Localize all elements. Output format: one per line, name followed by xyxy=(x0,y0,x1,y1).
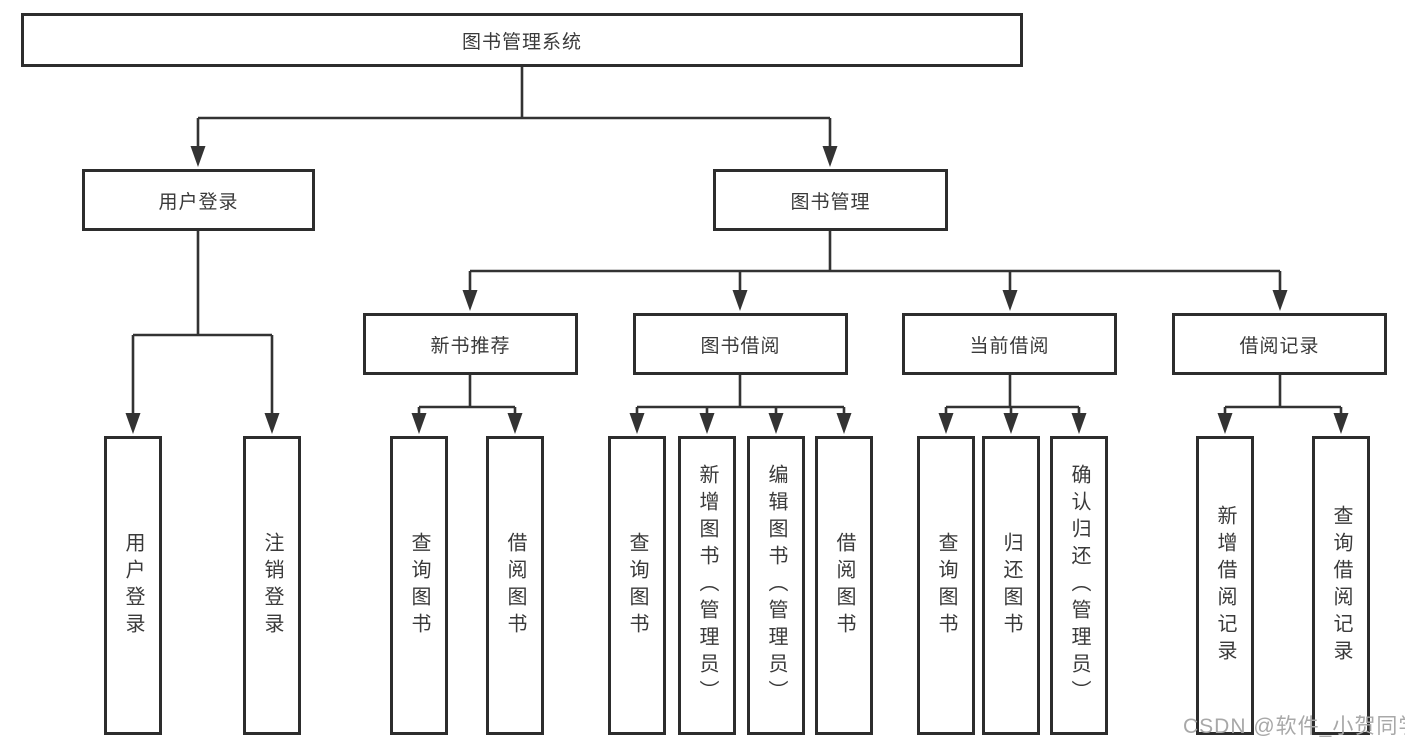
leaf-query-books-current-label: 查询图书 xyxy=(935,531,957,640)
leaf-borrow-books: 借阅图书 xyxy=(815,436,873,735)
node-current-borrow: 当前借阅 xyxy=(902,313,1117,375)
leaf-query-books-recommend-label: 查询图书 xyxy=(408,531,430,640)
leaf-query-books-borrow-label: 查询图书 xyxy=(626,531,648,640)
node-book-borrow: 图书借阅 xyxy=(633,313,848,375)
leaf-query-books-borrow: 查询图书 xyxy=(608,436,666,735)
leaf-return-book: 归还图书 xyxy=(982,436,1040,735)
leaf-user-login-label: 用户登录 xyxy=(122,531,144,640)
leaf-logout-label: 注销登录 xyxy=(261,531,283,640)
leaf-confirm-return-admin: 确认归还（管理员） xyxy=(1050,436,1108,735)
node-book-management: 图书管理 xyxy=(713,169,948,231)
leaf-add-book-admin-label: 新增图书（管理员） xyxy=(696,464,718,707)
leaf-confirm-return-admin-label: 确认归还（管理员） xyxy=(1068,464,1090,707)
leaf-query-borrow-record: 查询借阅记录 xyxy=(1312,436,1370,735)
csdn-watermark: CSDN @软件_小贺同学 xyxy=(1183,715,1405,738)
leaf-return-book-label: 归还图书 xyxy=(1000,531,1022,640)
leaf-query-borrow-record-label: 查询借阅记录 xyxy=(1330,504,1352,667)
leaf-add-borrow-record-label: 新增借阅记录 xyxy=(1214,504,1236,667)
leaf-add-borrow-record: 新增借阅记录 xyxy=(1196,436,1254,735)
leaf-query-books-recommend: 查询图书 xyxy=(390,436,448,735)
node-borrow-records: 借阅记录 xyxy=(1172,313,1387,375)
node-new-book-recommend: 新书推荐 xyxy=(363,313,578,375)
leaf-query-books-current: 查询图书 xyxy=(917,436,975,735)
leaf-user-login: 用户登录 xyxy=(104,436,162,735)
leaf-logout: 注销登录 xyxy=(243,436,301,735)
leaf-borrow-books-recommend-label: 借阅图书 xyxy=(504,531,526,640)
leaf-edit-book-admin: 编辑图书（管理员） xyxy=(747,436,805,735)
leaf-borrow-books-label: 借阅图书 xyxy=(833,531,855,640)
leaf-add-book-admin: 新增图书（管理员） xyxy=(678,436,736,735)
node-library-system: 图书管理系统 xyxy=(21,13,1023,67)
leaf-borrow-books-recommend: 借阅图书 xyxy=(486,436,544,735)
node-user-login: 用户登录 xyxy=(82,169,315,231)
leaf-edit-book-admin-label: 编辑图书（管理员） xyxy=(765,464,787,707)
